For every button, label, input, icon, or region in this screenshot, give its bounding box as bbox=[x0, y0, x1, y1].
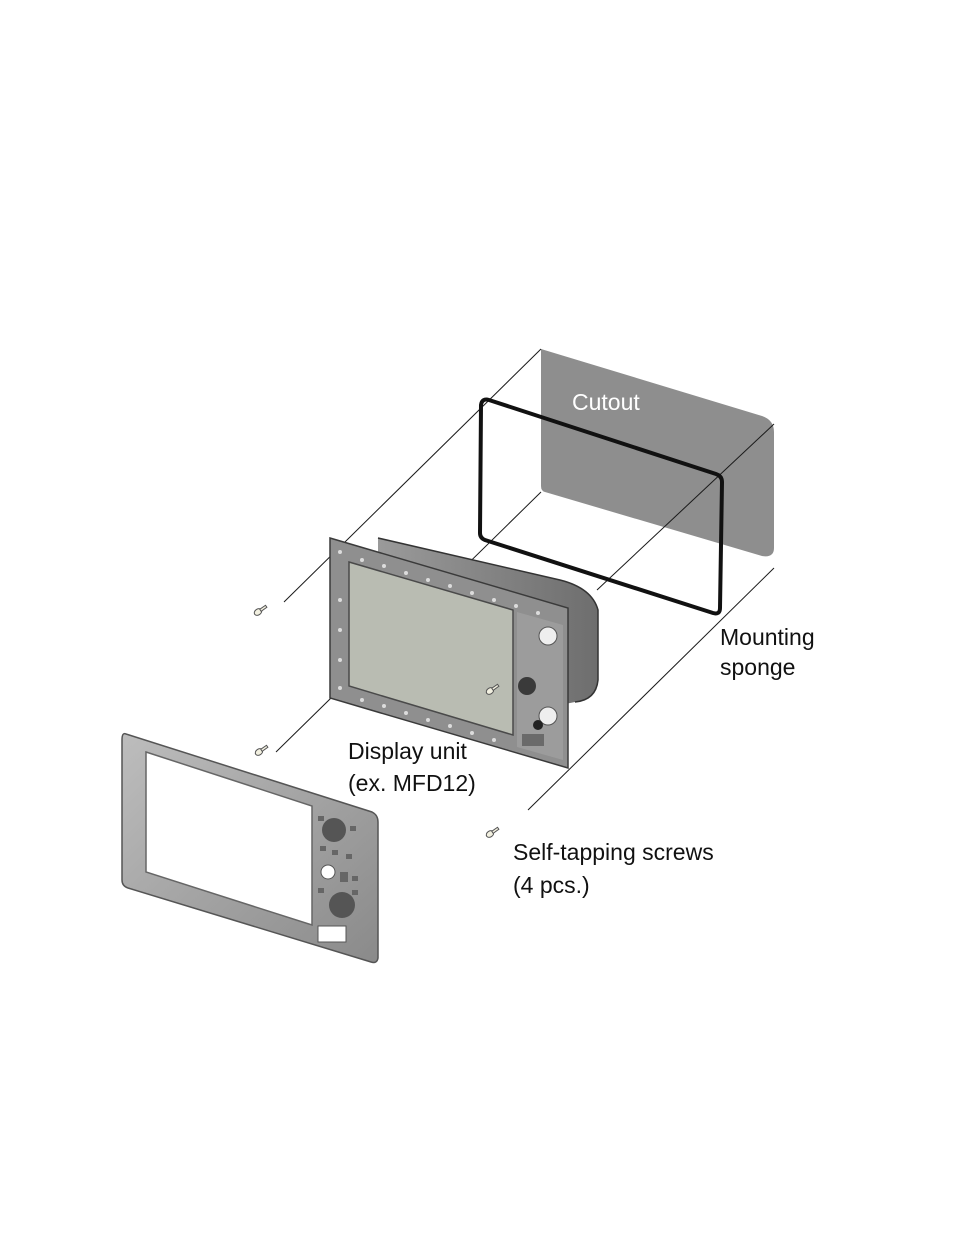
display-unit bbox=[329, 536, 599, 770]
label-screws-line2: (4 pcs.) bbox=[513, 872, 590, 898]
label-mounting-sponge-line2: sponge bbox=[720, 654, 796, 680]
cutout-panel bbox=[541, 349, 774, 557]
front-bezel bbox=[121, 732, 379, 964]
label-screws-line1: Self-tapping screws bbox=[513, 839, 714, 865]
screw-icon bbox=[253, 604, 500, 838]
label-mounting-sponge-line1: Mounting bbox=[720, 624, 815, 650]
label-display-unit-line2: (ex. MFD12) bbox=[348, 770, 476, 796]
mounting-sponge bbox=[477, 397, 725, 616]
label-cutout: Cutout bbox=[572, 389, 640, 415]
label-display-unit-line1: Display unit bbox=[348, 738, 467, 764]
